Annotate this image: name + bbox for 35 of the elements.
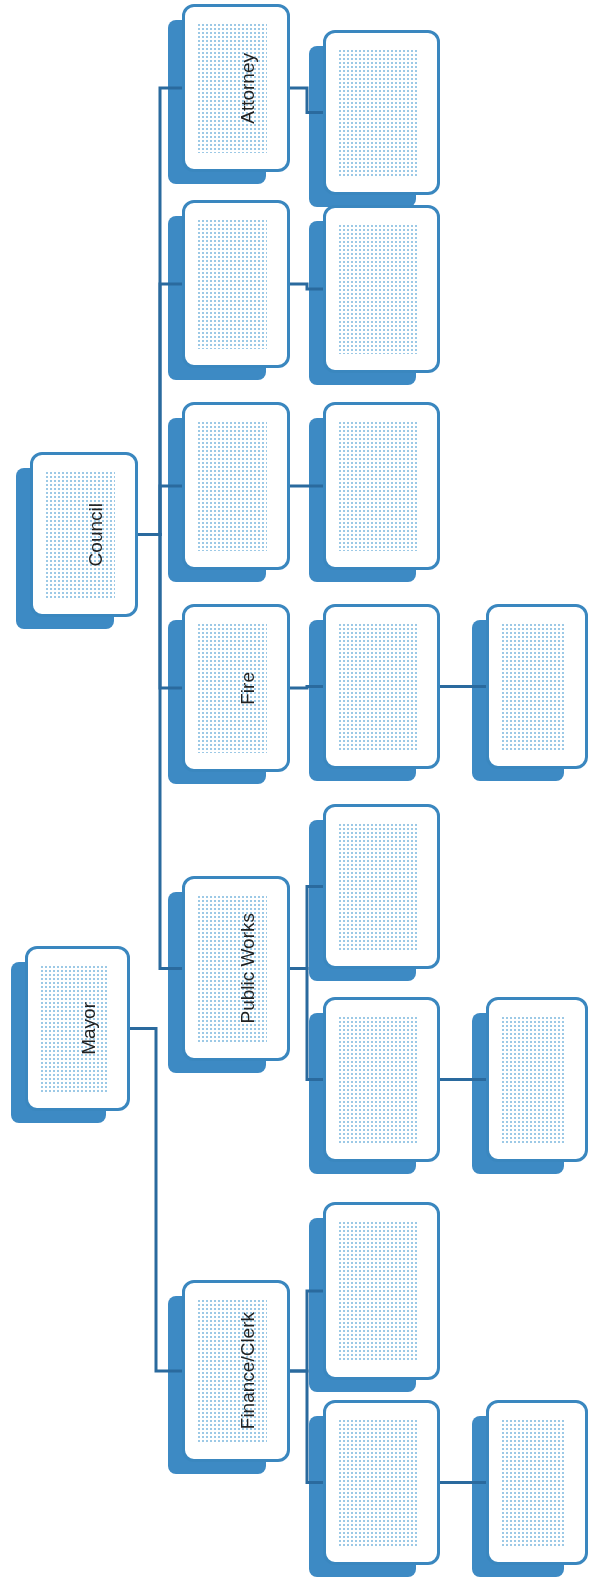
org-box: [182, 604, 290, 772]
box-label: Fire: [235, 671, 259, 705]
box-label: Finance/Clerk: [235, 1312, 259, 1430]
box-label: Public Works: [235, 913, 259, 1024]
org-box: [30, 452, 138, 617]
connector-line: [440, 1078, 486, 1081]
org-box: [182, 4, 290, 172]
org-box: [323, 30, 440, 195]
box-label: Mayor: [77, 1002, 101, 1055]
org-box: [486, 997, 588, 1162]
connector-line: [290, 685, 323, 690]
connector-line: [130, 1027, 182, 1373]
org-box: [25, 946, 130, 1111]
box-label: Council: [83, 502, 107, 567]
org-box: [182, 1280, 290, 1462]
connector-line: [290, 1369, 323, 1484]
connector-line: [440, 1481, 486, 1484]
org-box: [323, 804, 440, 969]
org-box: [323, 997, 440, 1162]
connector-line: [440, 685, 486, 688]
org-box: [486, 1400, 588, 1565]
connector-line: [138, 533, 182, 970]
connector-line: [290, 282, 323, 291]
org-box: [323, 1400, 440, 1565]
org-box: [182, 876, 290, 1061]
org-box: [323, 1202, 440, 1380]
connector-line: [290, 484, 323, 488]
box-label: Attorney: [235, 52, 259, 124]
org-box: [182, 200, 290, 368]
connector-line: [290, 86, 323, 114]
org-box: [323, 205, 440, 373]
org-box: [323, 604, 440, 769]
org-box: [323, 402, 440, 570]
org-box: [486, 604, 588, 769]
org-box: [182, 402, 290, 570]
